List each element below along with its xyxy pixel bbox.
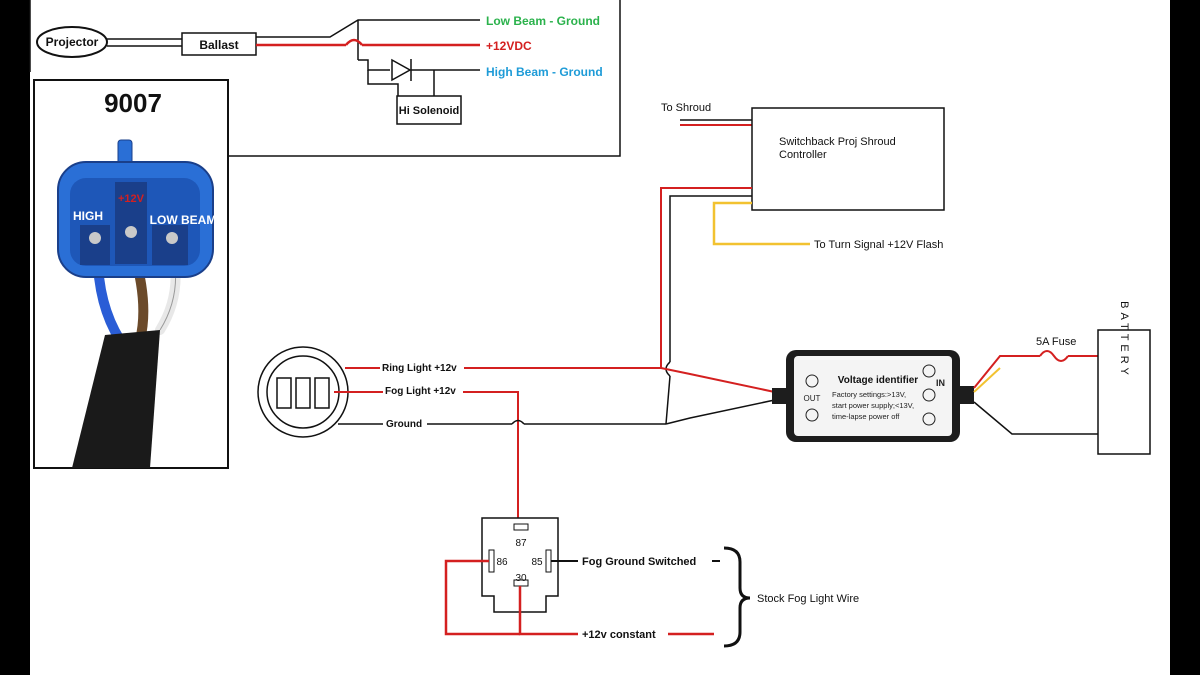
battery-section: 5A Fuse BATTERY xyxy=(973,301,1151,455)
turn-signal-label: To Turn Signal +12V Flash xyxy=(814,239,943,251)
connector-title: 9007 xyxy=(104,88,162,118)
to-shroud-label: To Shroud xyxy=(661,102,711,114)
ring-light-label: Ring Light +12v xyxy=(382,363,457,374)
high-beam-label: High Beam - Ground xyxy=(486,65,603,79)
vi-in-label: IN xyxy=(936,378,945,388)
light-socket: Ring Light +12v Fog Light +12v Ground xyxy=(257,346,666,520)
hi-solenoid-label: Hi Solenoid xyxy=(399,105,460,117)
pin-85-label: 85 xyxy=(531,557,543,568)
vi-title: Voltage identifier xyxy=(838,375,918,386)
pin-30-label: 30 xyxy=(515,573,527,584)
pin-low-label: LOW BEAM xyxy=(150,213,217,227)
constant-label: +12v constant xyxy=(582,629,656,641)
controller-line1: Switchback Proj Shroud xyxy=(779,136,896,148)
diode-icon xyxy=(391,58,412,82)
brace-icon xyxy=(723,546,751,648)
vi-out-label: OUT xyxy=(804,394,821,403)
low-beam-label: Low Beam - Ground xyxy=(486,14,600,28)
voltage-identifier: Voltage identifier Factory settings:>13V… xyxy=(772,350,974,442)
battery-box xyxy=(1097,329,1151,455)
relay: 87 86 85 30 Fog Ground Switched +12v con… xyxy=(444,517,859,648)
pin-power-label: +12V xyxy=(118,193,145,205)
connector-photo: 9007 +12V HIGH LOW BEAM xyxy=(33,79,229,469)
pin-high-label: HIGH xyxy=(73,209,103,223)
vi-line2: start power supply;<13V, xyxy=(832,401,914,410)
fuse-label: 5A Fuse xyxy=(1036,336,1076,348)
fuse-icon xyxy=(1039,350,1069,362)
projector-oval xyxy=(36,26,108,58)
harness-frame-line xyxy=(228,0,621,157)
stock-wire-label: Stock Fog Light Wire xyxy=(757,593,859,605)
fog-light-label: Fog Light +12v xyxy=(385,386,456,397)
vi-line1: Factory settings:>13V, xyxy=(832,390,906,399)
battery-label: BATTERY xyxy=(1118,301,1130,379)
fog-ground-label: Fog Ground Switched xyxy=(582,556,696,568)
cable-sheath xyxy=(72,330,160,468)
pin-86-label: 86 xyxy=(496,557,508,568)
controller-line2: Controller xyxy=(779,149,827,161)
power-label: +12VDC xyxy=(486,39,532,53)
projector-label: Projector xyxy=(46,35,99,49)
turn-signal-wire xyxy=(712,201,810,246)
pin-87-label: 87 xyxy=(515,538,527,549)
shroud-controller-box xyxy=(751,107,945,211)
top-harness: Projector Ballast Hi Solenoid Low Beam -… xyxy=(29,0,621,157)
vi-line3: time-lapse power off xyxy=(832,412,900,421)
hi-solenoid-box xyxy=(396,95,462,125)
relay-body xyxy=(481,517,559,613)
ground-label: Ground xyxy=(386,419,422,430)
shroud-section: To Shroud Switchback Proj Shroud Control… xyxy=(660,102,945,425)
ballast-label: Ballast xyxy=(199,38,238,52)
